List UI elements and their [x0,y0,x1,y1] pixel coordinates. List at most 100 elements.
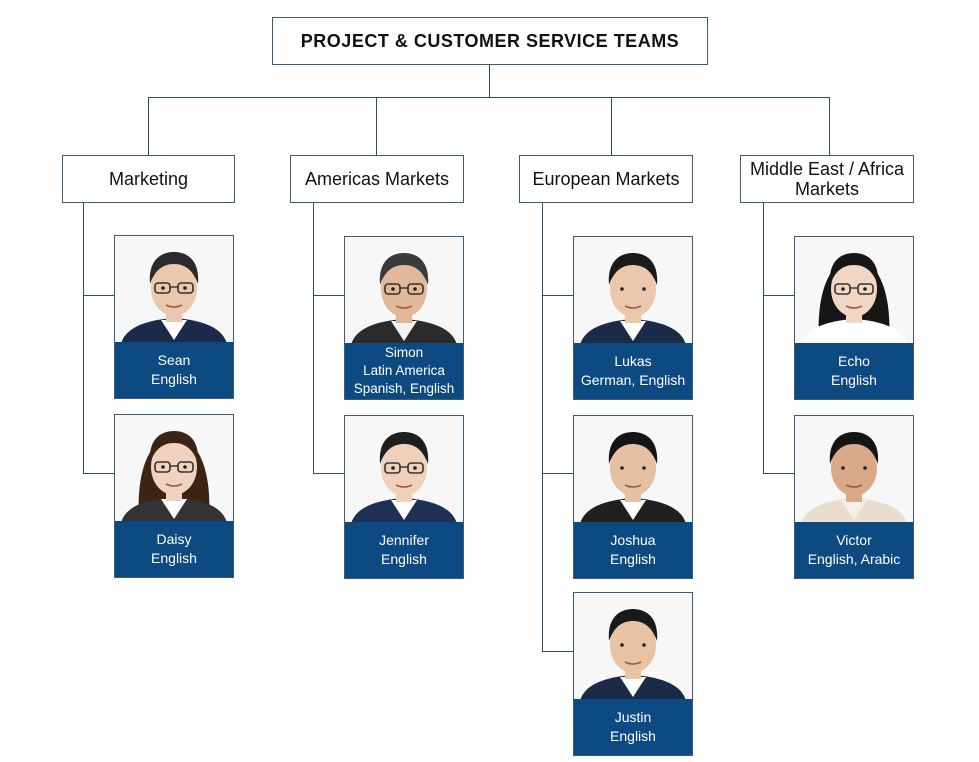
connector-line [611,97,612,155]
member-name: Justin [614,709,652,725]
portrait-image [580,432,686,524]
member-languages: English [831,372,877,388]
portrait-image [801,432,907,524]
member-caption: Joshua English [574,522,692,578]
member-languages: English [610,728,656,744]
member-name: Lukas [614,353,652,369]
portrait-image [351,253,457,345]
portrait-mouth [624,661,642,665]
member-name: Joshua [610,532,656,548]
portrait-face [610,440,656,496]
member-name: Echo [838,353,870,369]
portrait-eye [863,287,867,291]
portrait-shirt [620,321,646,341]
connector-line [83,203,84,473]
member-photo [574,237,692,345]
portrait-mouth [395,305,413,309]
portrait-shirt [841,321,867,341]
connector-line [542,651,574,652]
member-caption: Sean English [115,342,233,398]
portrait-face [610,261,656,317]
connector-line [148,97,149,155]
connector-line [542,473,574,474]
member-card: Lukas German, English [573,236,693,400]
member-languages: English, Arabic [807,551,901,567]
portrait-face [610,617,656,673]
portrait-mouth [845,484,863,488]
connector-line [763,295,795,296]
portrait-shirt [391,500,417,520]
member-caption: Daisy English [115,521,233,577]
team-box-middle-east-africa-markets: Middle East / Africa Markets [740,155,914,203]
portrait-face [381,261,427,317]
portrait-hair [608,253,658,285]
member-card: Victor English, Arabic [794,415,914,579]
portrait-face [831,261,877,317]
member-languages: English [151,550,197,566]
member-card: Simon Latin America Spanish, English [344,236,464,400]
member-caption: Victor English, Arabic [795,522,913,578]
portrait-hair [829,253,879,285]
portrait-mouth [395,484,413,488]
portrait-hair [829,432,879,464]
portrait-image [801,253,907,345]
portrait-eye [863,466,867,470]
portrait-glasses-left [154,461,171,473]
portrait-eye [642,643,646,647]
portrait-glasses-right [177,282,194,294]
portrait-glasses-left [154,282,171,294]
member-name: Jennifer [379,532,429,548]
portrait-hair [379,253,429,285]
portrait-glasses-right [407,462,424,474]
member-photo [345,416,463,524]
portrait-image [121,431,227,523]
portrait-eye [161,286,165,290]
portrait-eye [391,466,395,470]
connector-line [313,203,314,473]
portrait-eye [620,643,624,647]
portrait-shirt [620,677,646,697]
member-name: Daisy [156,531,192,547]
portrait-hair [379,432,429,464]
member-photo [115,415,233,523]
portrait-face [831,440,877,496]
portrait-hair [608,432,658,464]
portrait-hair [149,252,199,284]
member-languages: German, English [580,372,686,388]
portrait-glasses-left [384,283,401,295]
member-photo [574,593,692,701]
portrait-eye [642,287,646,291]
portrait-mouth [845,305,863,309]
member-photo [795,237,913,345]
team-box-americas-markets: Americas Markets [290,155,464,203]
member-languages: English [151,371,197,387]
member-name: Simon [384,345,424,360]
member-languages: English [610,551,656,567]
connector-line [148,97,830,98]
connector-line [313,295,345,296]
portrait-eye [642,466,646,470]
portrait-eye [161,465,165,469]
member-card: Echo English [794,236,914,400]
member-caption: Justin English [574,699,692,755]
member-photo [795,416,913,524]
portrait-eye [413,287,417,291]
portrait-shirt [161,320,187,340]
member-card: Justin English [573,592,693,756]
member-region: Latin America [363,363,445,378]
member-name: Victor [836,532,872,548]
member-photo [115,236,233,344]
portrait-image [580,609,686,701]
portrait-face [381,440,427,496]
portrait-face [151,439,197,495]
connector-line [83,473,115,474]
member-languages: English [381,551,427,567]
member-photo [345,237,463,345]
member-photo [574,416,692,524]
portrait-shirt [161,499,187,519]
portrait-glasses-right [177,461,194,473]
portrait-eye [620,466,624,470]
portrait-image [351,432,457,524]
portrait-face [151,260,197,316]
